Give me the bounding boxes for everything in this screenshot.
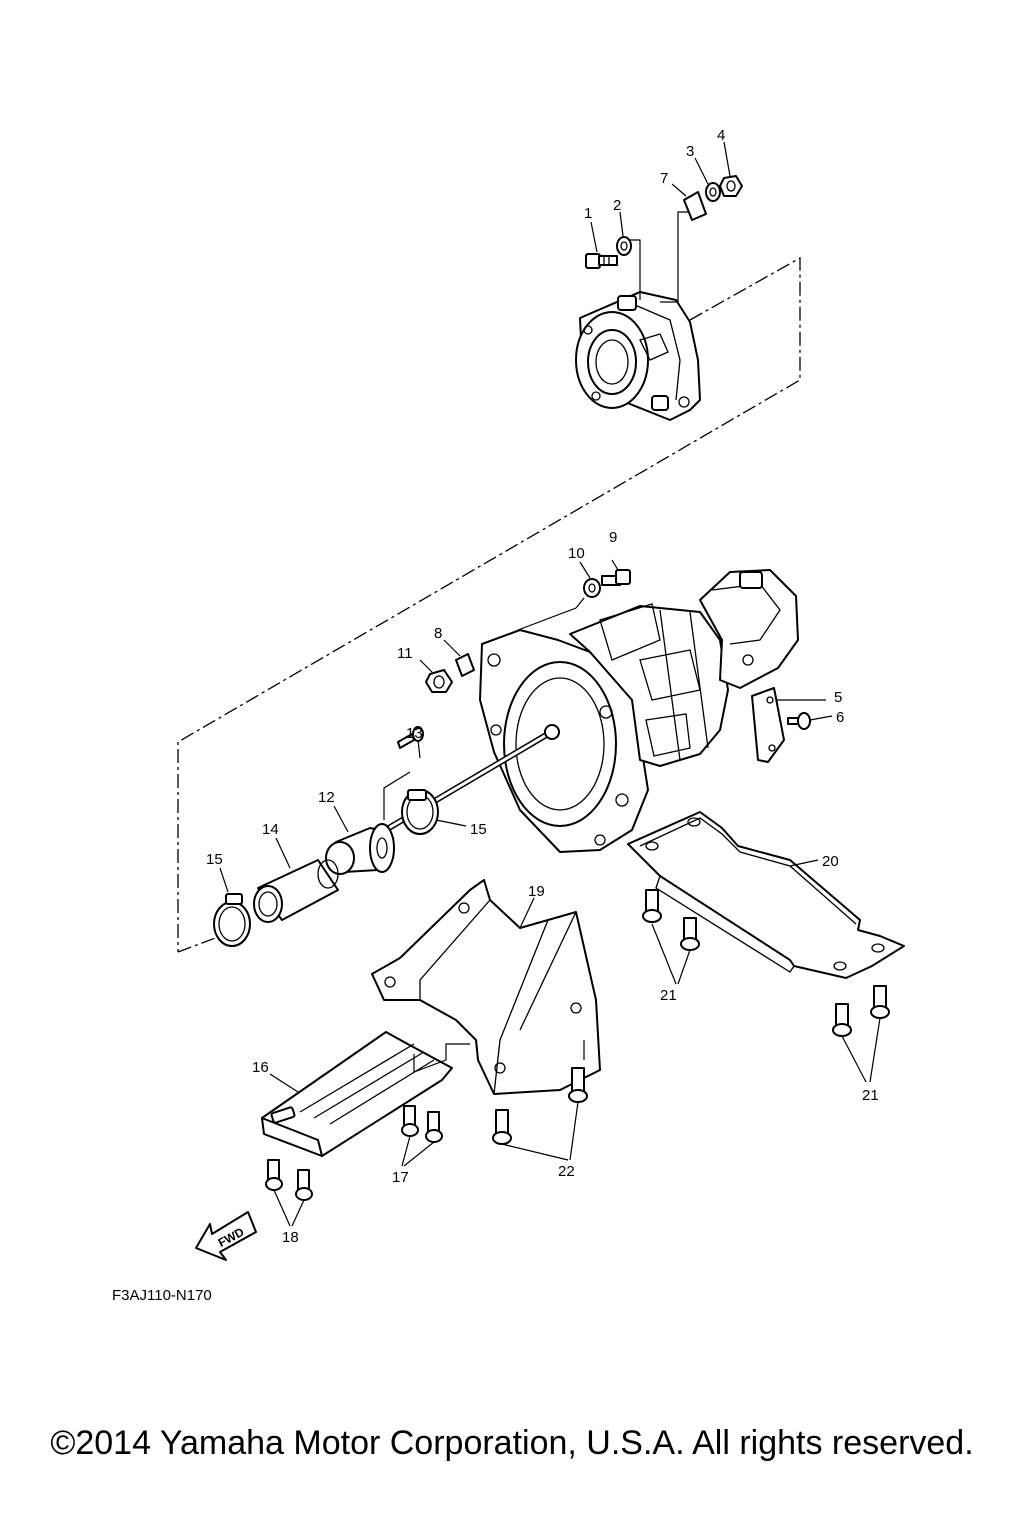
part-21-screws-front[interactable]: [642, 889, 700, 951]
callout-17: 17: [392, 1169, 409, 1186]
callout-15-front: 15: [206, 851, 223, 868]
lower-leaders: [269, 859, 881, 1227]
part-17-screws[interactable]: [401, 1105, 443, 1143]
part-21-screws-rear[interactable]: [832, 985, 890, 1037]
part-16-intake-grate[interactable]: [261, 1031, 453, 1157]
callout-14: 14: [262, 821, 279, 838]
part-4-nut[interactable]: [719, 175, 743, 197]
part-15-clamp-front[interactable]: [213, 893, 251, 947]
part-10-washer[interactable]: [583, 578, 601, 598]
part-9-bolt[interactable]: [601, 569, 631, 586]
shaft-leaders: [219, 805, 467, 893]
part-7-lock-plate[interactable]: [683, 191, 707, 221]
part-14-hose[interactable]: [253, 859, 339, 923]
callout-9: 9: [609, 529, 617, 546]
callout-5: 5: [834, 689, 842, 706]
mid-leaders: [383, 559, 833, 820]
part-2-washer[interactable]: [616, 236, 632, 256]
part-15-clamp-rear[interactable]: [401, 789, 439, 835]
callout-4: 4: [717, 127, 725, 144]
part-18-screws[interactable]: [265, 1159, 313, 1201]
callout-3: 3: [686, 143, 694, 160]
part-20-ride-plate[interactable]: [627, 811, 905, 979]
diagram-code: F3AJ110-N170: [112, 1287, 212, 1304]
callout-10: 10: [568, 545, 585, 562]
callout-1: 1: [584, 205, 592, 222]
callout-7: 7: [660, 170, 668, 187]
part-5-cover[interactable]: [751, 687, 785, 763]
assembly-boundary: [177, 256, 801, 953]
callout-2: 2: [613, 197, 621, 214]
callout-19: 19: [528, 883, 545, 900]
part-13-screw[interactable]: [397, 726, 424, 749]
callout-8: 8: [434, 625, 442, 642]
upper-leaders: [590, 141, 731, 303]
callout-11: 11: [397, 645, 413, 662]
fwd-arrow-icon: FWD: [195, 1211, 257, 1261]
part-22-screws[interactable]: [492, 1067, 588, 1145]
callout-21-front: 21: [660, 987, 677, 1004]
callout-20: 20: [822, 853, 839, 870]
callout-21-rear: 21: [862, 1087, 879, 1104]
part-8-lock-plate[interactable]: [455, 653, 475, 677]
callout-13: 13: [406, 725, 423, 742]
callout-6: 6: [836, 709, 844, 726]
callout-22: 22: [558, 1163, 575, 1180]
copyright-notice: ©2014 Yamaha Motor Corporation, U.S.A. A…: [50, 1424, 974, 1462]
part-6-screw[interactable]: [787, 712, 811, 730]
callout-labels: 1 2 3 4 5 6 7 8 9 10 11 12 13 14 15 15 1…: [206, 127, 879, 1246]
callout-12: 12: [318, 789, 335, 806]
part-3-washer[interactable]: [705, 182, 721, 202]
part-19-bracket[interactable]: [371, 879, 601, 1095]
callout-15-rear: 15: [470, 821, 487, 838]
jet-pump-assembly[interactable]: [380, 569, 799, 853]
bearing-housing[interactable]: [575, 291, 701, 421]
part-12-seal[interactable]: [325, 823, 395, 875]
callout-18: 18: [282, 1229, 299, 1246]
part-1-bolt[interactable]: [585, 253, 618, 269]
callout-16: 16: [252, 1059, 269, 1076]
part-11-nut[interactable]: [425, 669, 453, 693]
